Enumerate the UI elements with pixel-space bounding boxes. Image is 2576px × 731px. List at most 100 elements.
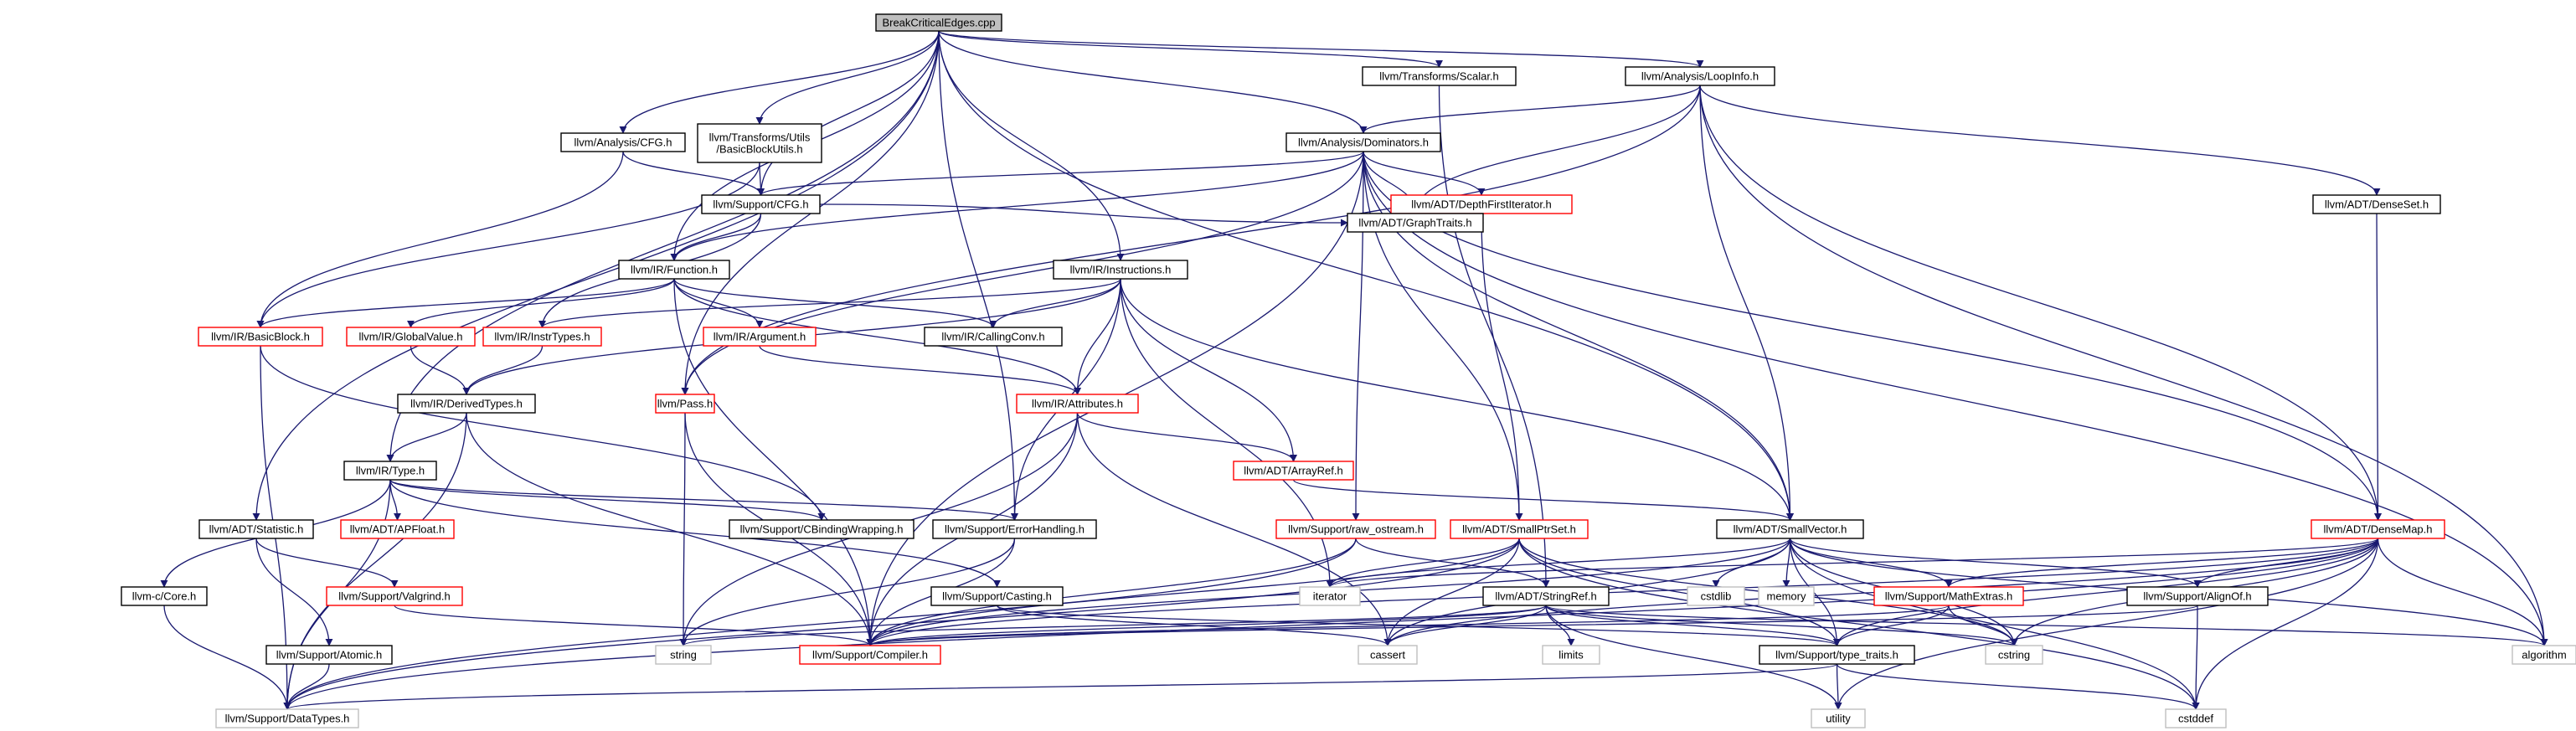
node-box-ir_basicblock bbox=[198, 327, 323, 347]
node-adt_statistic[interactable]: llvm/ADT/Statistic.h bbox=[198, 519, 314, 539]
node-box-sys_memory bbox=[1758, 586, 1815, 606]
edge-adt_stringref-to-sys_cassert bbox=[1383, 605, 1547, 646]
node-ir_basicblock[interactable]: llvm/IR/BasicBlock.h bbox=[198, 327, 323, 347]
node-analysis_cfg[interactable]: llvm/Analysis/CFG.h bbox=[560, 132, 686, 152]
node-support_type_traits[interactable]: llvm/Support/type_traits.h bbox=[1759, 645, 1915, 665]
node-support_mathextras[interactable]: llvm/Support/MathExtras.h bbox=[1873, 586, 2024, 606]
node-box-adt_graphtraits bbox=[1347, 213, 1484, 233]
node-adt_denseset[interactable]: llvm/ADT/DenseSet.h bbox=[2312, 194, 2441, 214]
node-ir_type[interactable]: llvm/IR/Type.h bbox=[343, 461, 437, 481]
node-ir_callingconv[interactable]: llvm/IR/CallingConv.h bbox=[924, 327, 1063, 347]
node-adt_dfi[interactable]: llvm/ADT/DepthFirstIterator.h bbox=[1390, 194, 1573, 214]
node-adt_densemap[interactable]: llvm/ADT/DenseMap.h bbox=[2311, 519, 2445, 539]
node-box-adt_denseset bbox=[2312, 194, 2441, 214]
node-sys_iterator[interactable]: iterator bbox=[1299, 586, 1361, 606]
node-adt_apfloat[interactable]: llvm/ADT/APFloat.h bbox=[340, 519, 455, 539]
node-sys_cstdlib[interactable]: cstdlib bbox=[1687, 586, 1745, 606]
edge-ir_derivedtypes-to-ir_type bbox=[386, 412, 467, 462]
node-label-sys_iterator: iterator bbox=[1313, 590, 1347, 603]
edge-adt_smallptrset-to-support_datatypes bbox=[283, 538, 1520, 710]
node-sys_utility[interactable]: utility bbox=[1811, 708, 1866, 728]
node-label-support_alignof: llvm/Support/AlignOf.h bbox=[2143, 590, 2251, 603]
node-support_compiler[interactable]: llvm/Support/Compiler.h bbox=[799, 645, 941, 665]
node-support_raw_ostream[interactable]: llvm/Support/raw_ostream.h bbox=[1275, 519, 1436, 539]
node-label-support_mathextras: llvm/Support/MathExtras.h bbox=[1885, 590, 2012, 603]
node-adt_smallptrset[interactable]: llvm/ADT/SmallPtrSet.h bbox=[1450, 519, 1589, 539]
node-support_casting[interactable]: llvm/Support/Casting.h bbox=[930, 586, 1064, 606]
edge-ir_instructions-to-ir_callingconv bbox=[989, 278, 1121, 328]
node-label-transforms_utils_bbu: llvm/Transforms/Utils/BasicBlockUtils.h bbox=[709, 131, 811, 156]
node-sys_limits[interactable]: limits bbox=[1542, 645, 1600, 665]
node-box-llvmc_core bbox=[121, 586, 208, 606]
edge-adt_stringref-to-sys_utility bbox=[1545, 605, 1842, 710]
edge-root-to-ir_instructions bbox=[938, 30, 1125, 261]
node-support_datatypes[interactable]: llvm/Support/DataTypes.h bbox=[215, 708, 359, 728]
node-ir_instructions[interactable]: llvm/IR/Instructions.h bbox=[1053, 260, 1188, 280]
node-ir_argument[interactable]: llvm/IR/Argument.h bbox=[703, 327, 817, 347]
edge-ir_type-to-support_casting bbox=[389, 479, 1001, 588]
node-box-transforms_utils_bbu bbox=[697, 123, 822, 163]
edge-analysis_dominators-to-support_cfg bbox=[757, 151, 1364, 196]
node-ir_attributes[interactable]: llvm/IR/Attributes.h bbox=[1016, 394, 1139, 414]
node-label-sys_algorithm: algorithm bbox=[2522, 649, 2566, 662]
edge-analysis_dominators-to-ir_function bbox=[670, 151, 1364, 261]
node-ir_instrtypes[interactable]: llvm/IR/InstrTypes.h bbox=[482, 327, 602, 347]
node-llvmc_core[interactable]: llvm-c/Core.h bbox=[121, 586, 208, 606]
edge-adt_densemap-to-support_compiler bbox=[866, 538, 2379, 646]
edge-transforms_utils_bbu-to-support_cfg bbox=[756, 162, 765, 196]
edge-analysis_loopinfo-to-adt_smallvector bbox=[1699, 85, 1795, 521]
node-label-adt_statistic: llvm/ADT/Statistic.h bbox=[209, 523, 304, 536]
node-transforms_scalar[interactable]: llvm/Transforms/Scalar.h bbox=[1362, 66, 1517, 86]
edge-support_raw_ostream-to-adt_stringref bbox=[1355, 538, 1550, 588]
edge-ir_instrtypes-to-ir_derivedtypes bbox=[462, 345, 544, 395]
node-box-ir_attributes bbox=[1016, 394, 1139, 414]
node-sys_cassert[interactable]: cassert bbox=[1358, 645, 1418, 665]
node-label-adt_arrayref: llvm/ADT/ArrayRef.h bbox=[1244, 465, 1342, 477]
node-label-sys_string: string bbox=[670, 649, 697, 662]
node-ir_derivedtypes[interactable]: llvm/IR/DerivedTypes.h bbox=[397, 394, 536, 414]
edge-support_type_traits-to-sys_cstddef bbox=[1836, 663, 2200, 710]
node-support_valgrind[interactable]: llvm/Support/Valgrind.h bbox=[326, 586, 463, 606]
node-root[interactable]: BreakCriticalEdges.cpp bbox=[875, 13, 1002, 32]
edge-analysis_cfg-to-ir_basicblock bbox=[256, 151, 624, 328]
node-adt_graphtraits[interactable]: llvm/ADT/GraphTraits.h bbox=[1347, 213, 1484, 233]
node-support_errorhandling[interactable]: llvm/Support/ErrorHandling.h bbox=[932, 519, 1097, 539]
node-pass[interactable]: llvm/Pass.h bbox=[655, 394, 715, 414]
node-adt_stringref[interactable]: llvm/ADT/StringRef.h bbox=[1482, 586, 1610, 606]
node-box-ir_globalvalue bbox=[346, 327, 476, 347]
node-label-analysis_cfg: llvm/Analysis/CFG.h bbox=[574, 136, 672, 149]
edge-adt_stringref-to-sys_string bbox=[679, 605, 1547, 646]
node-box-support_type_traits bbox=[1759, 645, 1915, 665]
edge-adt_stringref-to-sys_algorithm bbox=[1545, 605, 2548, 646]
node-ir_function[interactable]: llvm/IR/Function.h bbox=[618, 260, 730, 280]
node-label-support_casting: llvm/Support/Casting.h bbox=[942, 590, 1052, 603]
node-box-analysis_loopinfo bbox=[1625, 66, 1775, 86]
edge-support_errorhandling-to-sys_string bbox=[679, 538, 1016, 646]
node-adt_smallvector[interactable]: llvm/ADT/SmallVector.h bbox=[1716, 519, 1864, 539]
node-sys_memory[interactable]: memory bbox=[1758, 586, 1815, 606]
node-support_atomic[interactable]: llvm/Support/Atomic.h bbox=[265, 645, 393, 665]
edge-support_raw_ostream-to-support_compiler bbox=[866, 538, 1357, 646]
node-box-support_errorhandling bbox=[932, 519, 1097, 539]
node-support_cfg[interactable]: llvm/Support/CFG.h bbox=[701, 194, 821, 214]
node-ir_globalvalue[interactable]: llvm/IR/GlobalValue.h bbox=[346, 327, 476, 347]
node-sys_cstddef[interactable]: cstddef bbox=[2165, 708, 2227, 728]
node-analysis_dominators[interactable]: llvm/Analysis/Dominators.h bbox=[1285, 132, 1441, 152]
node-sys_cstring[interactable]: cstring bbox=[1985, 645, 2043, 665]
node-label-sys_limits: limits bbox=[1558, 649, 1584, 662]
node-box-sys_cstdlib bbox=[1687, 586, 1745, 606]
node-transforms_utils_bbu[interactable]: llvm/Transforms/Utils/BasicBlockUtils.h bbox=[697, 123, 822, 163]
node-sys_string[interactable]: string bbox=[655, 645, 712, 665]
edge-adt_smallptrset-to-support_compiler bbox=[866, 538, 1520, 646]
node-support_alignof[interactable]: llvm/Support/AlignOf.h bbox=[2126, 586, 2269, 606]
node-adt_arrayref[interactable]: llvm/ADT/ArrayRef.h bbox=[1233, 461, 1354, 481]
node-sys_algorithm[interactable]: algorithm bbox=[2512, 645, 2576, 665]
edge-root-to-analysis_dominators bbox=[938, 30, 1368, 134]
node-label-sys_cstddef: cstddef bbox=[2178, 713, 2213, 725]
node-analysis_loopinfo[interactable]: llvm/Analysis/LoopInfo.h bbox=[1625, 66, 1775, 86]
node-label-adt_graphtraits: llvm/ADT/GraphTraits.h bbox=[1358, 217, 1471, 229]
node-box-sys_cstddef bbox=[2165, 708, 2227, 728]
node-support_cbw[interactable]: llvm/Support/CBindingWrapping.h bbox=[729, 519, 914, 539]
edge-ir_function-to-ir_globalvalue bbox=[407, 278, 675, 328]
